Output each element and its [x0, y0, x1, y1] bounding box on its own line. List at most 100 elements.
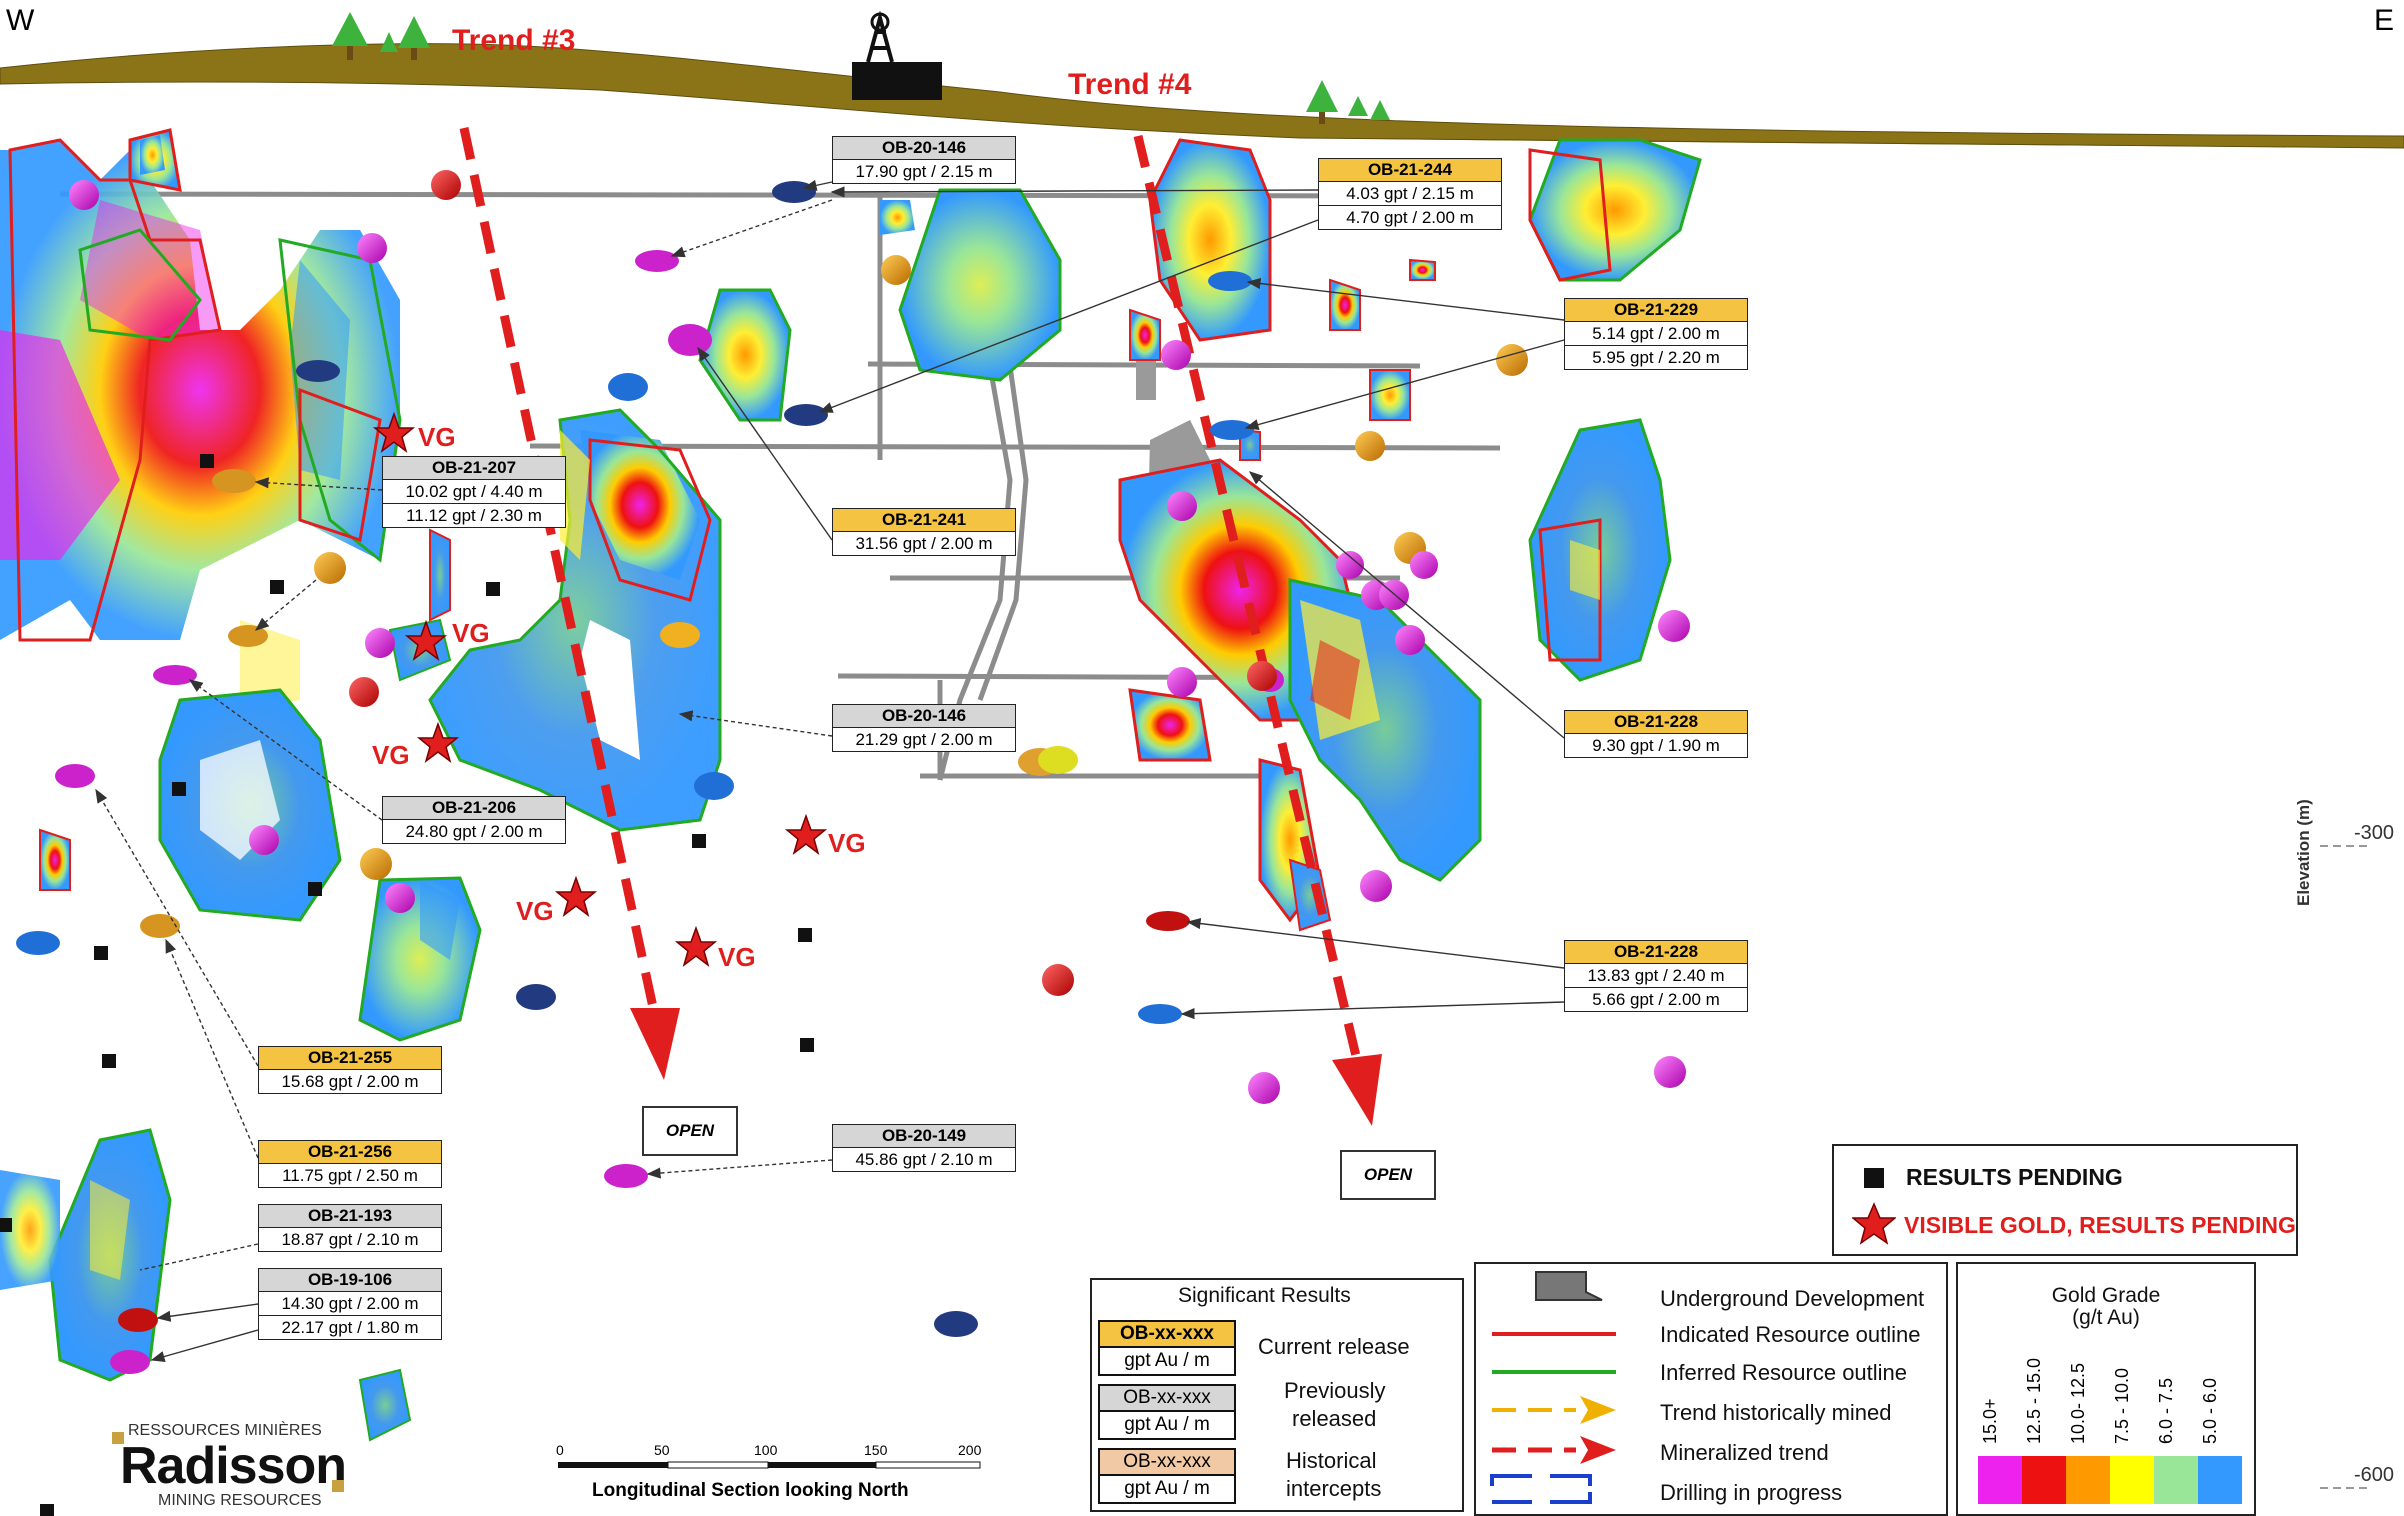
indicated-label: Indicated Resource outline	[1660, 1322, 1921, 1347]
legend-significant-results: Significant Results OB-xx-xxx gpt Au / m…	[1090, 1278, 1464, 1512]
grade-color-bar	[1978, 1456, 2242, 1504]
swatch-id: OB-xx-xxx	[1100, 1386, 1234, 1412]
pending-square-icon	[1864, 1168, 1884, 1188]
swatch-id: OB-xx-xxx	[1100, 1450, 1234, 1476]
vg-label: VG	[828, 828, 866, 858]
scale-tick: 50	[654, 1442, 670, 1458]
callout-ob-21-206: OB-21-206 24.80 gpt / 2.00 m	[382, 796, 566, 844]
callout-ob-21-228-b: OB-21-228 13.83 gpt / 2.40 m 5.66 gpt / …	[1564, 940, 1748, 1012]
resource-block	[698, 288, 792, 422]
callout-id: OB-21-229	[1565, 299, 1747, 322]
callout-value: 11.12 gpt / 2.30 m	[406, 506, 542, 525]
current-swatch: OB-xx-xxx gpt Au / m	[1098, 1320, 1236, 1376]
vg-label: VG	[516, 896, 554, 926]
resource-block	[1528, 138, 1702, 282]
grade-class-label: 12.5 - 15.0	[2024, 1357, 2044, 1444]
callout-id: OB-21-241	[833, 509, 1015, 532]
callout-value: 5.14 gpt / 2.00 m	[1565, 322, 1747, 346]
callout-ob-21-256: OB-21-256 11.75 gpt / 2.50 m	[258, 1140, 442, 1188]
callout-ob-21-228-a: OB-21-228 9.30 gpt / 1.90 m	[1564, 710, 1748, 758]
previous-swatch: OB-xx-xxx gpt Au / m	[1098, 1384, 1236, 1440]
released-label: released	[1292, 1406, 1377, 1431]
trend-3-label: Trend #3	[452, 24, 576, 57]
callout-value: 17.90 gpt / 2.15 m	[855, 162, 993, 181]
scale-tick: 100	[754, 1442, 778, 1458]
vg-label: VG	[452, 618, 490, 648]
callout-id: OB-21-206	[383, 797, 565, 820]
callout-id: OB-20-146	[833, 705, 1015, 728]
callout-value: 9.30 gpt / 1.90 m	[1592, 736, 1720, 755]
callout-value: 21.29 gpt / 2.00 m	[855, 730, 993, 749]
visible-gold-label: VISIBLE GOLD, RESULTS PENDING	[1904, 1212, 2296, 1238]
open-label: OPEN	[1340, 1150, 1436, 1200]
resource-blocks	[0, 128, 1702, 1442]
grade-class-label: 5.0 - 6.0	[2200, 1377, 2220, 1444]
trend-historical-label: Trend historically mined	[1660, 1400, 1892, 1425]
results-pending-label: RESULTS PENDING	[1906, 1164, 2123, 1190]
underground-icon	[1535, 1271, 1603, 1301]
grade-class-label: 6.0 - 7.5	[2156, 1377, 2176, 1444]
legend-title: Significant Results	[1178, 1284, 1351, 1307]
vg-label: VG	[718, 942, 756, 972]
grade-class-label: 15.0+	[1980, 1398, 2000, 1444]
legend-gold-grade: Gold Grade (g/t Au) 15.0+ 12.5 - 15.0 10…	[1956, 1262, 2256, 1516]
resource-block	[1128, 688, 1212, 762]
swatch-value: gpt Au / m	[1124, 1478, 1210, 1499]
callout-id: OB-20-149	[833, 1125, 1015, 1148]
mineralized-trend-4	[1133, 134, 1382, 1126]
callout-id: OB-21-256	[259, 1141, 441, 1164]
historical-swatch: OB-xx-xxx gpt Au / m	[1098, 1448, 1236, 1504]
historical-label: Historical	[1286, 1448, 1377, 1473]
callout-ob-21-244: OB-21-244 4.03 gpt / 2.15 m 4.70 gpt / 2…	[1318, 158, 1502, 230]
results-pending-markers	[0, 454, 814, 1516]
callout-ob-21-229: OB-21-229 5.14 gpt / 2.00 m 5.95 gpt / 2…	[1564, 298, 1748, 370]
radisson-logo: RESSOURCES MINIÈRES Radisson MINING RESO…	[112, 1422, 352, 1514]
vg-label: VG	[418, 422, 456, 452]
visible-gold-markers	[372, 411, 828, 967]
elevation-tick: -300	[2354, 822, 2395, 844]
grade-swatch	[2198, 1456, 2242, 1504]
legend-pending: RESULTS PENDING VISIBLE GOLD, RESULTS PE…	[1832, 1144, 2298, 1256]
callout-value: 5.95 gpt / 2.20 m	[1592, 348, 1720, 367]
intercepts-label: intercepts	[1286, 1476, 1382, 1501]
callout-ob-21-241: OB-21-241 31.56 gpt / 2.00 m	[832, 508, 1016, 556]
grade-swatch	[2066, 1456, 2110, 1504]
mineralized-trend-3	[459, 127, 680, 1080]
underground-label: Underground Development	[1660, 1286, 1925, 1311]
grade-swatch	[2110, 1456, 2154, 1504]
west-label: W	[6, 4, 35, 37]
tree-icon	[332, 12, 1390, 124]
swatch-id: OB-xx-xxx	[1100, 1322, 1234, 1348]
swatch-value: gpt Au / m	[1124, 1414, 1210, 1435]
gold-grade-unit: (g/t Au)	[2072, 1306, 2140, 1329]
callout-id: OB-19-106	[259, 1269, 441, 1292]
callout-id: OB-20-146	[833, 137, 1015, 160]
resource-block	[1288, 858, 1332, 932]
legend-line-symbols	[1490, 1271, 1616, 1504]
callout-ob-21-255: OB-21-255 15.68 gpt / 2.00 m	[258, 1046, 442, 1094]
vg-label: VG	[372, 740, 410, 770]
resource-block	[898, 188, 1062, 382]
grade-swatch	[1978, 1456, 2022, 1504]
grade-class-label: 10.0- 12.5	[2068, 1362, 2088, 1444]
logo-brand: Radisson	[120, 1437, 347, 1495]
legend-lines: Underground Development Indicated Resour…	[1474, 1262, 1948, 1516]
callout-ob-20-146-b: OB-20-146 21.29 gpt / 2.00 m	[832, 704, 1016, 752]
elevation-tick: -600	[2354, 1464, 2395, 1486]
callout-id: OB-21-228	[1565, 941, 1747, 964]
callout-value: 15.68 gpt / 2.00 m	[281, 1072, 419, 1091]
callout-id: OB-21-244	[1319, 159, 1501, 182]
callout-value: 31.56 gpt / 2.00 m	[855, 534, 993, 553]
drill-spheres	[69, 170, 1690, 1104]
callout-id: OB-21-228	[1565, 711, 1747, 734]
grade-swatch	[2022, 1456, 2066, 1504]
callout-leaders	[95, 179, 1565, 1362]
resource-block	[1148, 138, 1272, 342]
open-label: OPEN	[642, 1106, 738, 1156]
previously-label: Previously	[1284, 1378, 1386, 1403]
scale-tick: 150	[864, 1442, 888, 1458]
callout-ob-21-193: OB-21-193 18.87 gpt / 2.10 m	[258, 1204, 442, 1252]
mineralized-trend-label: Mineralized trend	[1660, 1440, 1829, 1465]
